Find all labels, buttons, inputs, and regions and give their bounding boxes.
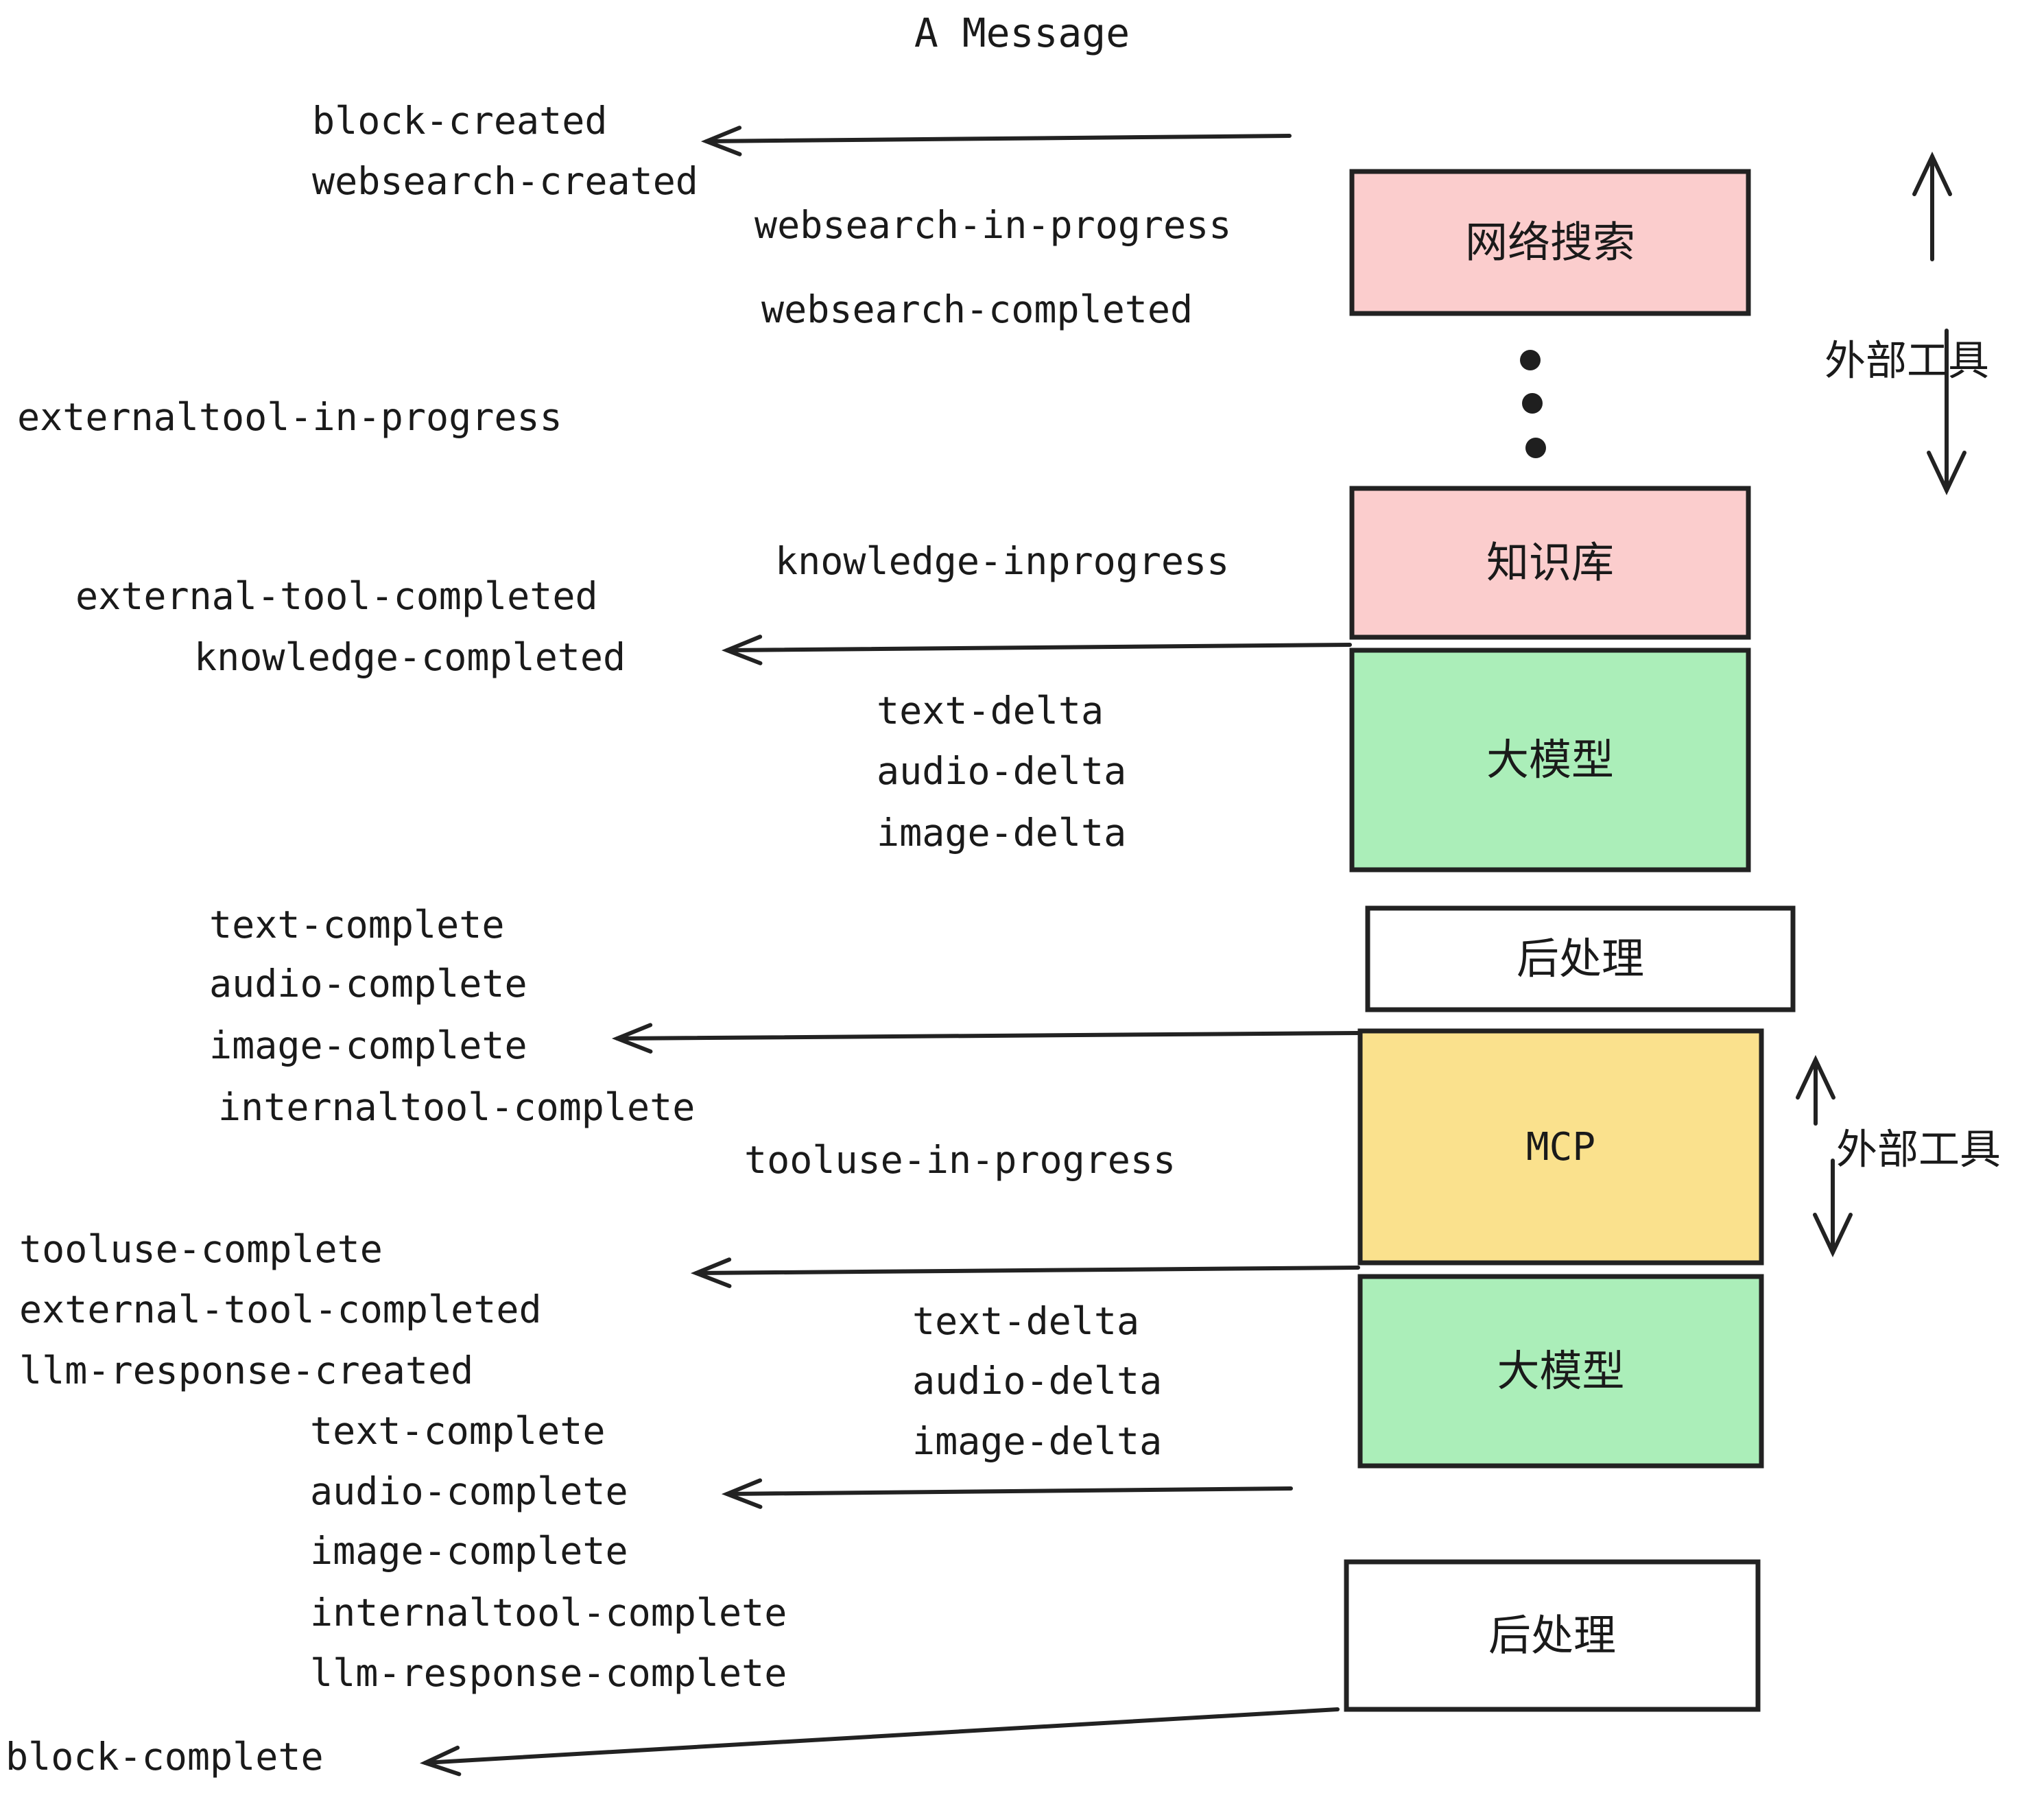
box-rect-llm-1	[1349, 648, 1751, 873]
arrow-arrow-knowledge-completed	[721, 634, 1352, 665]
box-postproc-1: 后处理	[1365, 905, 1796, 1012]
box-rect-knowledge	[1349, 486, 1751, 640]
event-label-image-complete-1: image-complete	[209, 1023, 527, 1067]
event-label-text-delta-1: text-delta	[877, 689, 1104, 733]
event-label-externaltool-in-progress: externaltool-in-progress	[17, 395, 562, 439]
event-label-internaltool-complete-1: internaltool-complete	[218, 1085, 695, 1129]
box-label-postproc-2: 后处理	[1488, 1611, 1616, 1661]
box-label-llm-1: 大模型	[1486, 735, 1614, 785]
arrow-arrow-tooluse-complete	[690, 1257, 1360, 1288]
event-label-internaltool-complete-2: internaltool-complete	[310, 1591, 787, 1635]
dot-1	[1520, 350, 1541, 370]
event-label-knowledge-completed: knowledge-completed	[194, 635, 626, 679]
event-label-block-complete: block-complete	[5, 1735, 324, 1779]
dot-3	[1525, 438, 1546, 458]
event-label-image-delta-1: image-delta	[877, 811, 1126, 855]
box-mcp: MCP	[1357, 1028, 1764, 1266]
box-websearch: 网络搜索	[1349, 169, 1751, 316]
arrow-external-tools-down-2	[1813, 1159, 1853, 1258]
side-label-external-tools-bottom: 外部工具	[1836, 1126, 2001, 1174]
event-label-audio-delta-2: audio-delta	[912, 1359, 1162, 1403]
event-label-image-delta-2: image-delta	[912, 1419, 1162, 1463]
event-labels-layer: block-created websearch-created websearch-…	[5, 99, 1231, 1779]
box-label-llm-2: 大模型	[1497, 1346, 1624, 1396]
vertical-arrows-layer	[1796, 151, 1966, 1258]
box-knowledge: 知识库	[1349, 486, 1751, 640]
box-rect-websearch	[1349, 169, 1751, 316]
arrow-arrow-image-complete	[611, 1023, 1360, 1054]
arrows-layer	[419, 126, 1360, 1777]
box-rect-postproc-2	[1344, 1559, 1761, 1712]
event-label-text-complete-2: text-complete	[310, 1409, 605, 1453]
box-rect-llm-2	[1357, 1274, 1764, 1469]
event-label-websearch-in-progress: websearch-in-progress	[754, 203, 1231, 247]
event-label-audio-complete-1: audio-complete	[209, 962, 527, 1006]
dot-2	[1522, 393, 1543, 414]
event-label-tooluse-complete: tooluse-complete	[19, 1227, 383, 1271]
event-label-websearch-completed: websearch-completed	[761, 287, 1193, 331]
event-label-image-complete-2: image-complete	[310, 1529, 628, 1573]
arrow-external-tools-up-2	[1796, 1054, 1835, 1126]
box-label-knowledge: 知识库	[1486, 538, 1614, 588]
page-title: A Message	[914, 10, 1130, 56]
box-llm-1: 大模型	[1349, 648, 1751, 873]
ellipsis-dots	[1520, 350, 1546, 458]
event-label-audio-complete-2: audio-complete	[310, 1469, 628, 1513]
box-rect-postproc-1	[1365, 905, 1796, 1012]
event-label-text-delta-2: text-delta	[912, 1299, 1139, 1343]
event-label-text-complete-1: text-complete	[209, 903, 504, 947]
box-postproc-2: 后处理	[1344, 1559, 1761, 1712]
box-llm-2: 大模型	[1357, 1274, 1764, 1469]
event-label-external-tool-completed-2: external-tool-completed	[19, 1287, 542, 1331]
event-label-external-tool-completed-1: external-tool-completed	[75, 574, 598, 618]
box-label-postproc-1: 后处理	[1517, 934, 1644, 984]
box-rect-mcp	[1357, 1028, 1764, 1266]
box-label-websearch: 网络搜索	[1465, 217, 1635, 268]
event-label-llm-response-created: llm-response-created	[19, 1349, 473, 1392]
box-label-mcp: MCP	[1526, 1125, 1595, 1170]
arrow-arrow-block-complete	[419, 1707, 1340, 1777]
arrow-arrow-block-created	[700, 126, 1292, 156]
side-label-external-tools-top: 外部工具	[1825, 337, 1989, 385]
arrow-external-tools-up-1	[1912, 151, 1952, 261]
event-label-knowledge-inprogress: knowledge-inprogress	[775, 539, 1229, 583]
arrow-arrow-audio-complete	[721, 1478, 1293, 1509]
event-label-websearch-created: websearch-created	[312, 159, 698, 203]
arrow-external-tools-down-1	[1927, 329, 1966, 496]
event-label-audio-delta-1: audio-delta	[877, 749, 1126, 793]
event-label-block-created: block-created	[312, 99, 607, 143]
event-label-llm-response-complete: llm-response-complete	[310, 1651, 787, 1695]
event-label-tooluse-in-progress: tooluse-in-progress	[744, 1138, 1176, 1182]
